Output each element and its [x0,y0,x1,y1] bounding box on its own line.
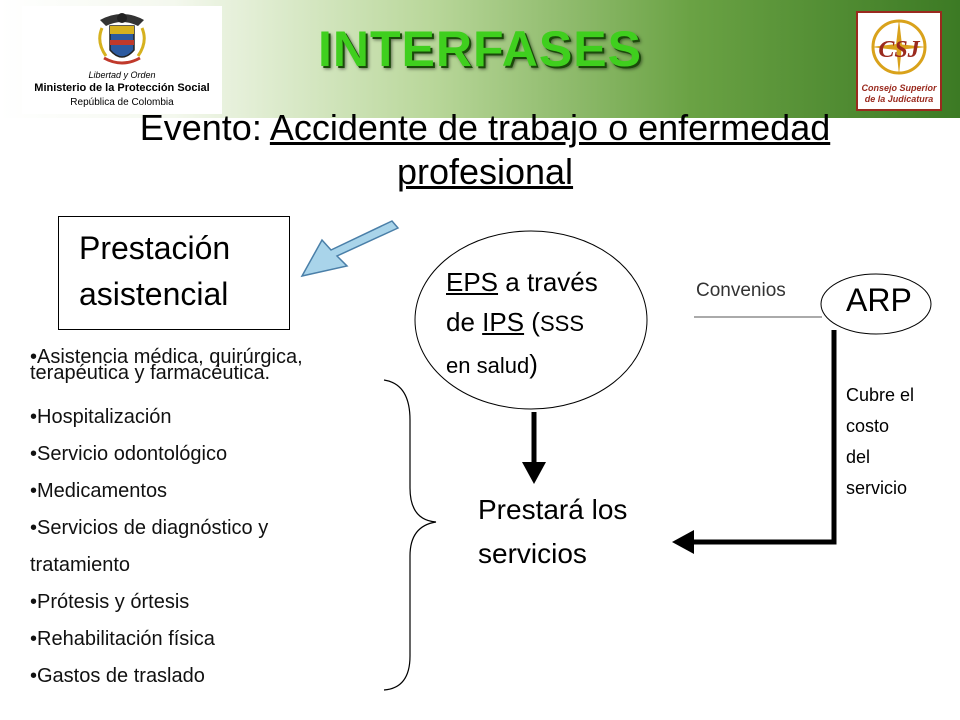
curly-brace [383,379,437,691]
list-item: •Asistencia médica, quirúrgica, [30,346,303,368]
event-heading: Evento: Accidente de trabajo o enfermeda… [60,106,910,194]
list-item: •Prótesis y órtesis [30,591,190,613]
prestara-line2: servicios [478,538,587,569]
ips-abbr: IPS [482,307,525,337]
csj-emblem-icon: CSJ [871,19,927,75]
eps-text: EPS a través de IPS (SSS en salud) [446,262,598,386]
cubre-line1: Cubre el [846,385,915,405]
eps-abbr: EPS [446,267,499,297]
prestacion-line2: asistencial [79,276,229,312]
cubre-line3: del [846,447,871,467]
ministry-republic: República de Colombia [70,97,174,108]
prestacion-text: Prestación asistencial [79,225,279,317]
event-line2: profesional [396,151,574,192]
list-item: terapéutica y farmacéutica. [30,362,271,384]
eps-paren-open: ( [524,307,540,337]
list-item: •Gastos de traslado [30,665,205,687]
left-arrow-head-icon [672,530,694,554]
blue-arrow-icon [300,220,400,278]
eps-paren-close: ) [529,349,538,379]
coat-of-arms-icon [98,13,146,65]
ministry-logo: Libertad y Orden Ministerio de la Protec… [22,6,222,114]
list-item: •Medicamentos [30,480,168,502]
ministry-motto: Libertad y Orden [88,70,156,80]
arp-arrow-line [690,330,837,545]
eps-en-salud: en salud [446,353,530,378]
prestacion-line1: Prestación [79,230,231,266]
prestacion-box: Prestación asistencial [58,216,290,330]
eps-a-traves: a través [498,267,598,297]
list-item: •Servicio odontológico [30,443,228,465]
prestara-text: Prestará los servicios [478,488,627,576]
list-item: •Servicios de diagnóstico y [30,517,269,539]
event-line1: Accidente de trabajo o enfermedad [269,107,831,148]
cubre-line2: costo [846,416,890,436]
prestara-line1: Prestará los [478,494,628,525]
down-arrow-head-icon [522,462,546,484]
cubre-line4: servicio [846,478,908,498]
list-item: tratamiento [30,554,131,576]
ministry-name: Ministerio de la Protección Social [34,82,210,94]
event-label: Evento: [139,107,262,148]
cubre-text: Cubre el costo del servicio [846,380,946,504]
eps-de: de [446,307,483,337]
csj-mark-text: CSJ [878,37,920,63]
arp-label: ARP [846,282,912,318]
convenios-label: Convenios [696,280,786,301]
eps-ellipse [414,230,648,410]
list-item: •Rehabilitación física [30,628,215,650]
csj-line2: de la Judicatura [864,94,934,104]
eps-sss: SSS [539,311,584,336]
list-item: •Hospitalización [30,406,172,428]
csj-line1: Consejo Superior [861,83,937,93]
slide-title: INTERFASES [318,21,642,77]
arp-ellipse [820,273,932,335]
csj-logo: CSJ Consejo Superior de la Judicatura [856,11,942,111]
